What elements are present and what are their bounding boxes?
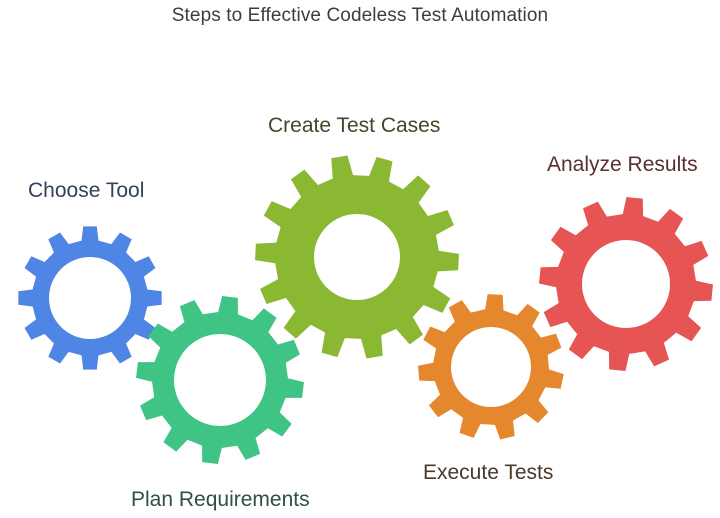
gear-icon-analyze-results <box>539 197 713 371</box>
gear-icon-create-test-cases <box>255 155 459 359</box>
step-label-analyze-results: Analyze Results <box>547 153 698 176</box>
step-label-choose-tool: Choose Tool <box>28 179 145 202</box>
gear-icon-plan-requirements <box>136 296 304 464</box>
diagram-title: Steps to Effective Codeless Test Automat… <box>171 5 549 26</box>
gear-icon-execute-tests <box>418 294 564 440</box>
step-label-execute-tests: Execute Tests <box>423 461 554 484</box>
step-label-create-test-cases: Create Test Cases <box>268 114 441 137</box>
gear-icon-choose-tool <box>18 226 162 370</box>
step-label-plan-requirements: Plan Requirements <box>131 488 310 511</box>
